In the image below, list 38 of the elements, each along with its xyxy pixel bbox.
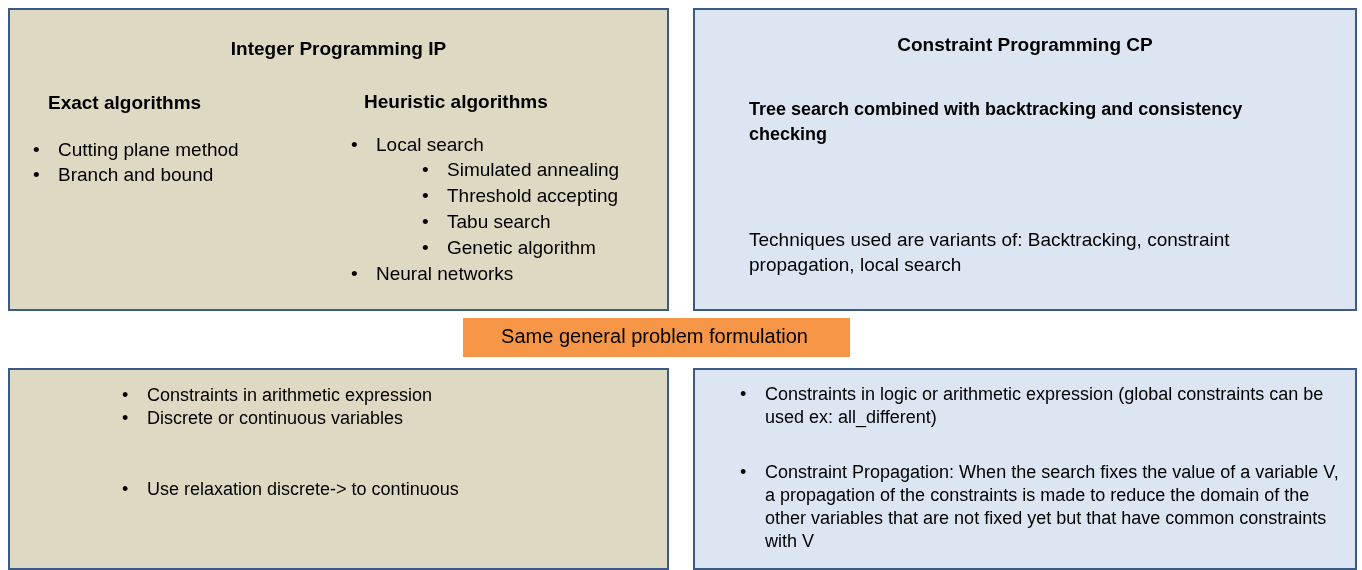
bullet: • (422, 184, 429, 208)
bullet-item: Threshold accepting (447, 184, 619, 208)
bullet: • (351, 262, 358, 286)
bullet-item: Discrete or continuous variables (147, 407, 404, 430)
panel (8, 368, 669, 570)
bullet-item: Use relaxation discrete-> to continuous (147, 478, 459, 501)
panel-title: Constraint Programming CP (896, 33, 1154, 57)
panel (8, 8, 669, 311)
bullet-item: Cutting plane method (58, 138, 239, 162)
bullet-item: Constraint Propagation: When the search fixes the value of a variable V, a propagation of the constraints is made to reduce the domain of the other variables that are not fixed yet but that have common constraints with V (765, 461, 1340, 553)
panel (693, 368, 1357, 570)
bullet: • (33, 138, 40, 162)
panel (693, 8, 1357, 311)
bullet-item: Constraints in arithmetic expression (147, 384, 433, 407)
bullet: • (351, 133, 358, 157)
panel-title: Integer Programming IP (229, 37, 448, 61)
bullet: • (422, 210, 429, 234)
bullet-item: Constraints in logic or arithmetic expression (global constraints can be used ex: all_different) (765, 383, 1325, 429)
bullet-item: Neural networks (376, 262, 514, 286)
bullet-item: Local search (376, 133, 484, 157)
bullet-item: Branch and bound (58, 163, 214, 187)
paragraph: Techniques used are variants of: Backtracking, constraint propagation, local search (749, 228, 1231, 277)
bullet: • (740, 383, 747, 406)
bullet-item: Genetic algorithm (447, 236, 596, 260)
section-heading: Exact algorithms (48, 91, 202, 115)
bullet: • (122, 407, 129, 430)
bullet: • (33, 163, 40, 187)
bullet-item: Tabu search (447, 210, 551, 234)
bullet-item: Simulated annealing (447, 158, 620, 182)
bullet: • (122, 384, 129, 407)
bullet: • (422, 158, 429, 182)
banner-text: Same general problem formulation (500, 324, 809, 349)
bullet: • (422, 236, 429, 260)
section-heading: Heuristic algorithms (364, 90, 548, 114)
bullet: • (740, 461, 747, 484)
section-heading: Tree search combined with backtracking and consistency checking (749, 98, 1244, 146)
banner (463, 318, 850, 357)
bullet: • (122, 478, 129, 501)
